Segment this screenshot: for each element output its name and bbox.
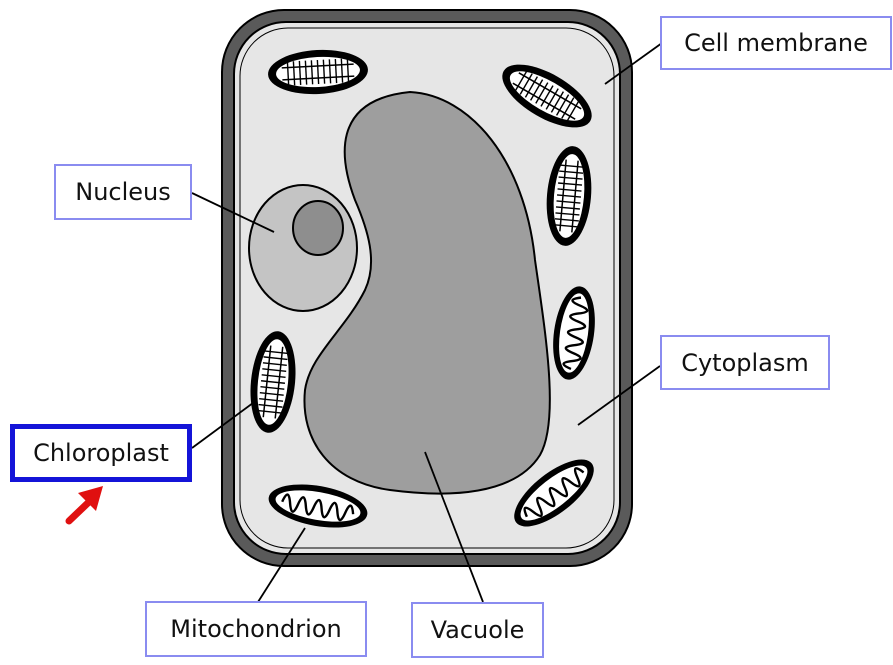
label-chloroplast-highlighted: Chloroplast (10, 424, 192, 482)
label-cell-membrane: Cell membrane (660, 16, 892, 70)
label-cytoplasm: Cytoplasm (660, 335, 830, 390)
label-mitochondrion: Mitochondrion (145, 601, 367, 657)
label-nucleus: Nucleus (54, 164, 192, 220)
label-vacuole: Vacuole (411, 602, 544, 658)
nucleolus (293, 201, 343, 255)
pointer-arrow-icon (69, 486, 103, 521)
